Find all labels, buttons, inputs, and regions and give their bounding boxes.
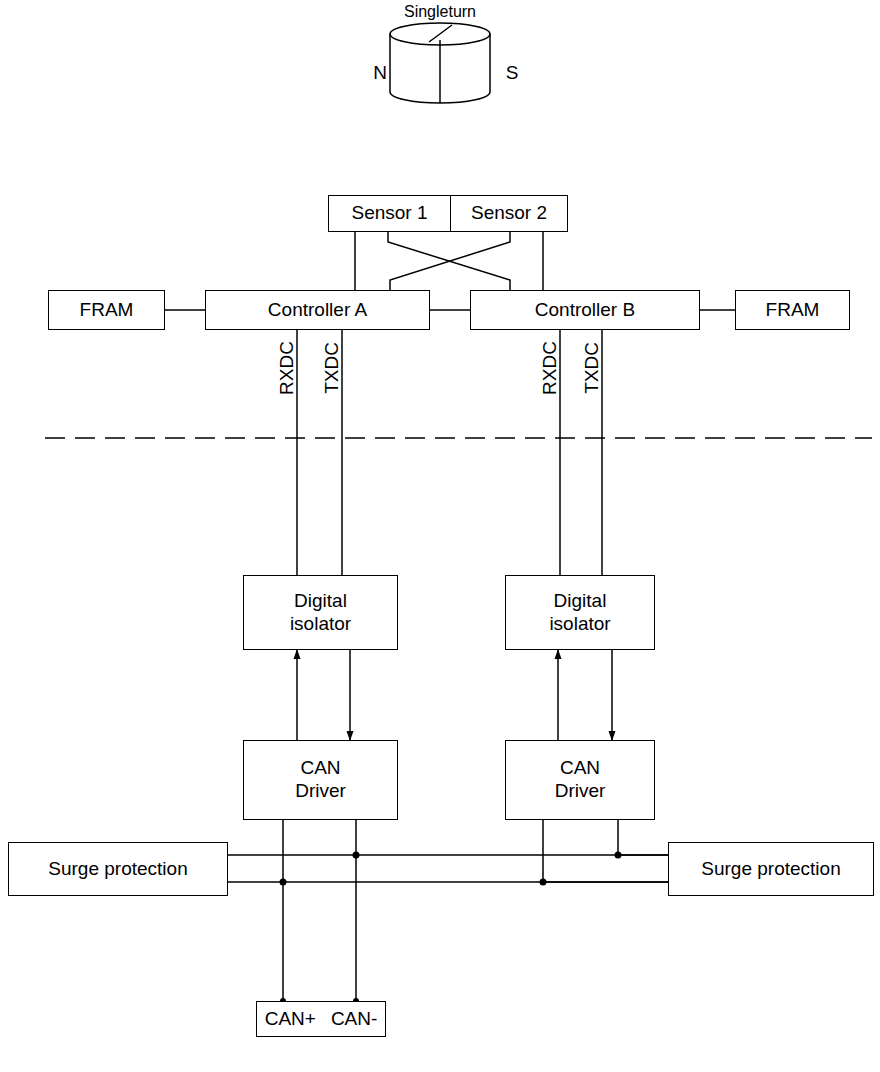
- signal-wire: [390, 232, 510, 290]
- node-text: Digital isolator: [533, 590, 628, 636]
- node-text: Controller A: [268, 299, 367, 322]
- node-text: CAN Driver: [273, 757, 368, 803]
- signal-wire: [354, 232, 356, 290]
- signal-wire: [296, 650, 298, 740]
- pole-divider-top: [429, 25, 452, 42]
- isolator-box: Digital isolator: [505, 575, 655, 650]
- pole-label: S: [506, 63, 519, 82]
- node-text: Digital isolator: [273, 590, 368, 636]
- sensor-box: Sensor 1: [328, 195, 451, 232]
- signal-wire: [543, 820, 668, 882]
- isolator-box: Digital isolator: [243, 575, 398, 650]
- caption-label: Singleturn: [404, 4, 476, 20]
- signal-wire: [611, 650, 613, 740]
- signal-wire: [349, 650, 351, 740]
- connector-terminal: CAN+ CAN-: [256, 1001, 386, 1037]
- signal-wire: [165, 309, 205, 311]
- driver-box: CAN Driver: [505, 740, 655, 820]
- node-text: Surge protection: [701, 858, 840, 881]
- node-text: CAN Driver: [533, 757, 628, 803]
- surge-box: Surge protection: [8, 842, 228, 896]
- pole-label: N: [373, 63, 387, 82]
- node-text: Sensor 1: [351, 202, 427, 225]
- node-text: CAN-: [331, 1008, 377, 1031]
- memory-box: FRAM: [735, 290, 850, 330]
- pole-divider: [439, 40, 441, 103]
- isolation-barrier: [45, 437, 872, 439]
- memory-box: FRAM: [48, 290, 165, 330]
- sensor-box: Sensor 2: [450, 195, 568, 232]
- signal-name: RXDC: [277, 341, 296, 395]
- surge-box: Surge protection: [668, 842, 874, 896]
- node-text: Sensor 2: [471, 202, 547, 225]
- node-text: CAN+: [265, 1008, 316, 1031]
- signal-wire: [542, 232, 544, 290]
- signal-wire: [700, 309, 735, 311]
- signal-wire: [282, 820, 284, 1001]
- signal-wire: [559, 330, 561, 575]
- magnet-body: [390, 34, 490, 103]
- controller-box: Controller B: [470, 290, 700, 330]
- signal-name: RXDC: [540, 341, 559, 395]
- signal-wire: [430, 309, 470, 311]
- node-text: Surge protection: [48, 858, 187, 881]
- driver-box: CAN Driver: [243, 740, 398, 820]
- controller-box: Controller A: [205, 290, 430, 330]
- signal-wire: [296, 330, 298, 575]
- signal-name: TXDC: [322, 342, 341, 394]
- signal-wire: [341, 330, 343, 575]
- node-text: FRAM: [80, 299, 134, 322]
- signal-wire: [601, 330, 603, 575]
- signal-wire: [355, 820, 357, 1001]
- node-text: Controller B: [535, 299, 635, 322]
- signal-wire: [618, 820, 668, 855]
- signal-wire: [388, 232, 510, 290]
- signal-wire: [557, 650, 559, 740]
- node-text: FRAM: [766, 299, 820, 322]
- signal-wire: [228, 854, 668, 856]
- signal-name: TXDC: [582, 342, 601, 394]
